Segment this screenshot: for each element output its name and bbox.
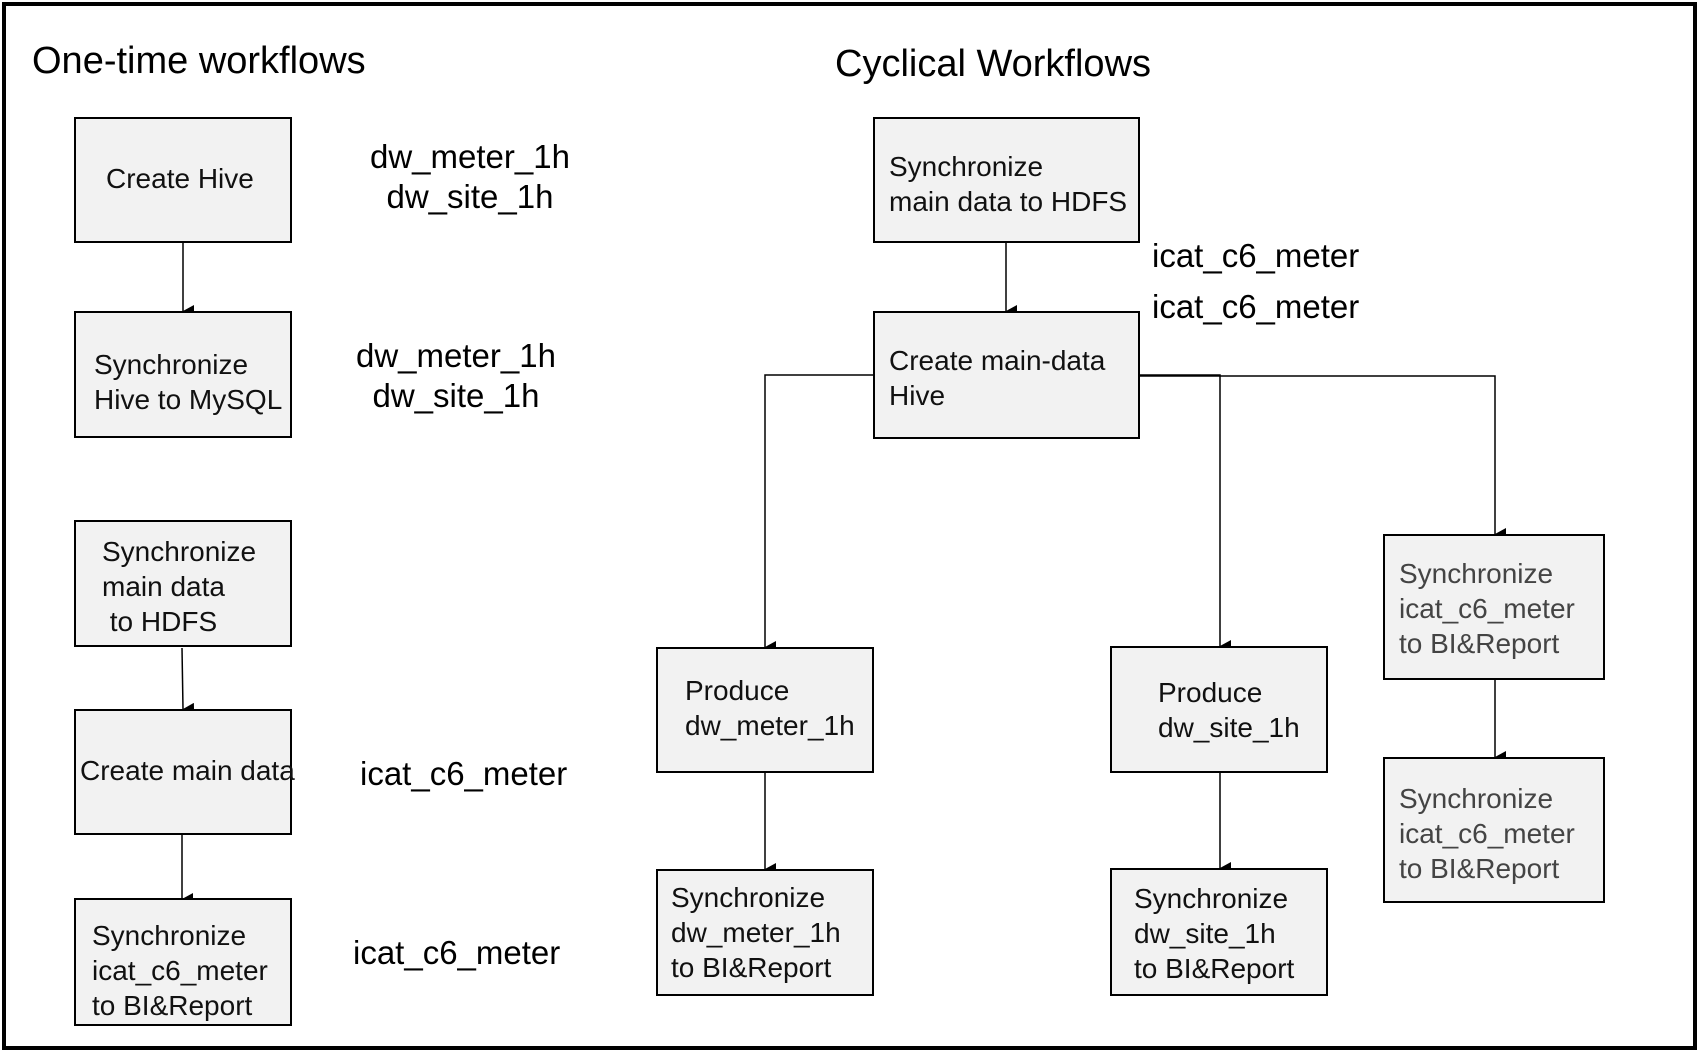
one-time-workflows-title: One-time workflows bbox=[32, 40, 366, 82]
cyc-produce-meter-box: Produce dw_meter_1h bbox=[656, 647, 874, 773]
create-main-data-label: Create main data bbox=[80, 755, 295, 786]
cyc-sync-icat-bi-label-2: Synchronize icat_c6_meter to BI&Report bbox=[1399, 783, 1575, 884]
sync-icat-bi-label: Synchronize icat_c6_meter to BI&Report bbox=[92, 920, 268, 1021]
create-main-data-table: icat_c6_meter bbox=[360, 755, 568, 792]
cyc-sync-main-hdfs-table: icat_c6_meter bbox=[1152, 237, 1360, 274]
cyc-sync-icat-bi-label-1: Synchronize icat_c6_meter to BI&Report bbox=[1399, 558, 1575, 659]
sync-icat-bi-box: Synchronize icat_c6_meter to BI&Report bbox=[74, 898, 292, 1026]
cyc-produce-site-label: Produce dw_site_1h bbox=[1158, 677, 1300, 743]
cyc-produce-meter-label: Produce dw_meter_1h bbox=[685, 675, 855, 741]
create-main-data-box: Create main data bbox=[74, 709, 295, 835]
arrow-main-hive-to-sync-icat bbox=[1140, 375, 1506, 540]
cyc-produce-site-box: Produce dw_site_1h bbox=[1110, 646, 1328, 773]
cyc-sync-meter-bi-label: Synchronize dw_meter_1h to BI&Report bbox=[671, 882, 841, 983]
sync-main-hdfs-box: Synchronize main data to HDFS bbox=[74, 520, 292, 647]
cyc-create-main-hive-table: icat_c6_meter bbox=[1152, 288, 1360, 325]
cyc-sync-site-bi-label: Synchronize dw_site_1h to BI&Report bbox=[1134, 883, 1295, 984]
arrow-sync-hdfs-to-create-main bbox=[181, 647, 195, 715]
cyc-create-main-hive-label: Create main-data Hive bbox=[889, 345, 1106, 411]
cyc-sync-icat-bi-box-2: Synchronize icat_c6_meter to BI&Report bbox=[1383, 757, 1605, 903]
sync-hive-mysql-label: Synchronize Hive to MySQL bbox=[94, 349, 283, 415]
sync-main-hdfs-label: Synchronize main data to HDFS bbox=[102, 536, 257, 637]
sync-hive-mysql-box: Synchronize Hive to MySQL bbox=[74, 311, 292, 438]
cyc-sync-icat-bi-box-1: Synchronize icat_c6_meter to BI&Report bbox=[1383, 534, 1605, 680]
arrow-main-hive-to-produce-meter bbox=[764, 374, 873, 653]
arrow-main-hive-to-produce-site bbox=[1140, 374, 1231, 652]
cyclical-workflows-title: Cyclical Workflows bbox=[835, 43, 1152, 85]
cyc-create-main-hive-box: Create main-data Hive bbox=[873, 311, 1140, 439]
create-hive-tables: dw_meter_1h dw_site_1h bbox=[370, 138, 570, 215]
sync-icat-bi-table: icat_c6_meter bbox=[353, 934, 561, 971]
create-hive-label: Create Hive bbox=[106, 163, 254, 194]
sync-hive-mysql-tables: dw_meter_1h dw_site_1h bbox=[356, 337, 556, 414]
cyc-sync-meter-bi-box: Synchronize dw_meter_1h to BI&Report bbox=[656, 869, 874, 996]
cyc-sync-main-hdfs-box: Synchronize main data to HDFS bbox=[873, 117, 1140, 243]
create-hive-box: Create Hive bbox=[74, 117, 292, 243]
cyc-sync-main-hdfs-label: Synchronize main data to HDFS bbox=[889, 151, 1128, 217]
cyc-sync-site-bi-box: Synchronize dw_site_1h to BI&Report bbox=[1110, 868, 1328, 996]
